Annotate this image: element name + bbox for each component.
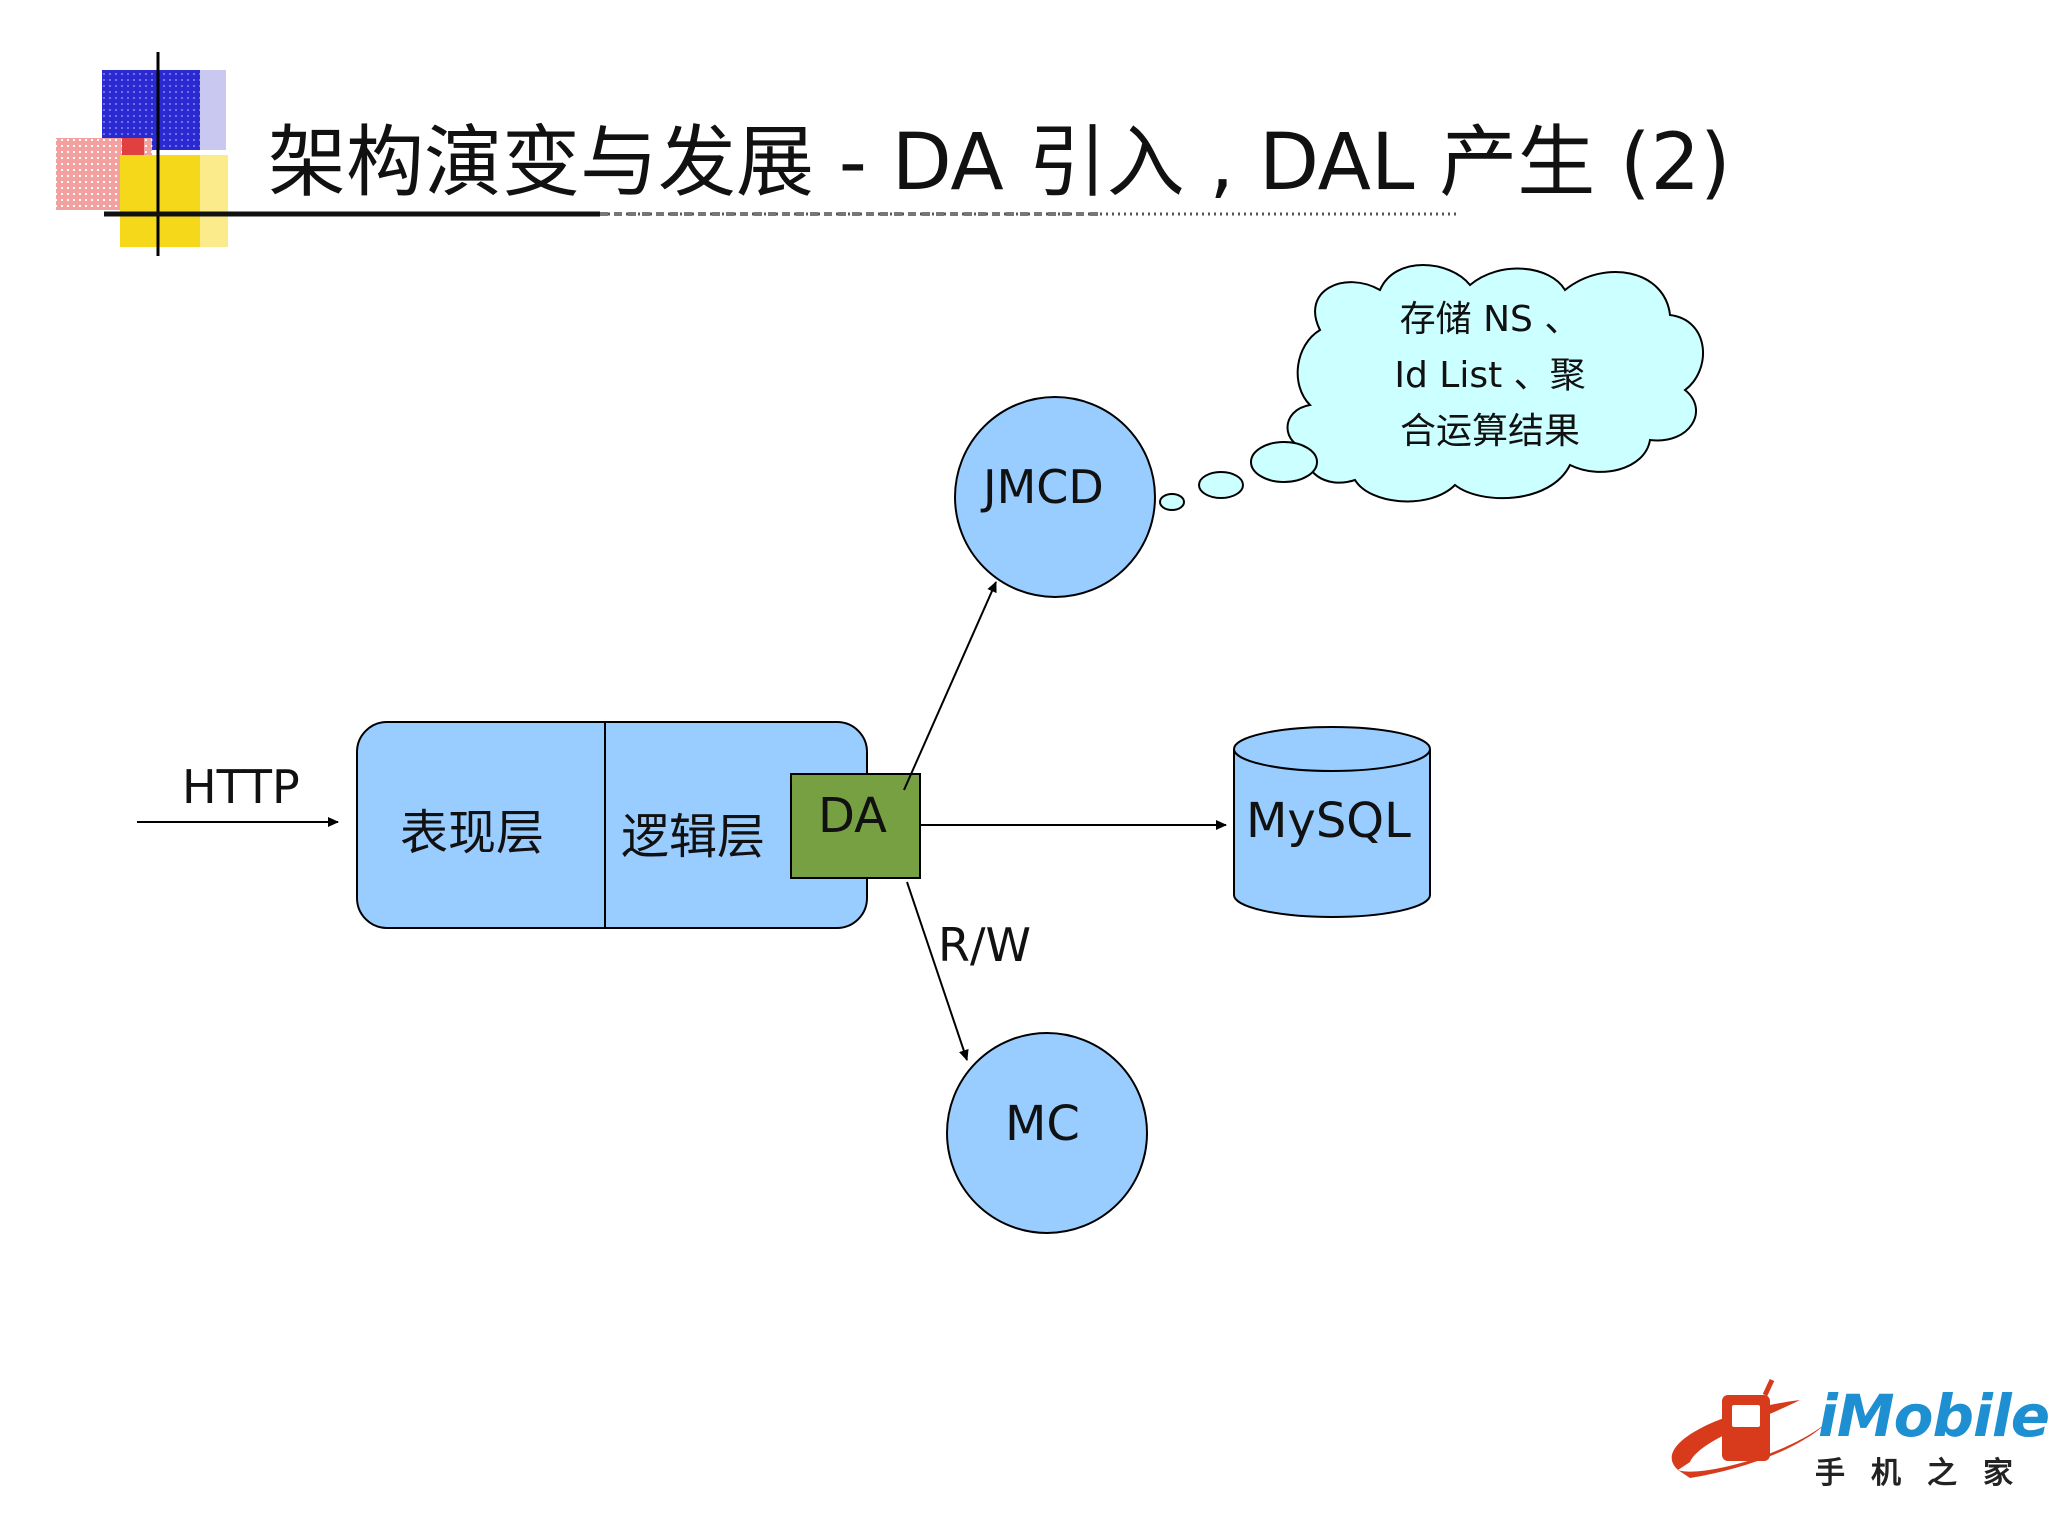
title-decoration	[56, 52, 1460, 256]
mc-node	[946, 1032, 1148, 1234]
rw-label: R/W	[938, 918, 1031, 972]
da-box	[790, 773, 921, 879]
imobile-logo-mark	[1671, 1378, 1830, 1478]
logo-brand: iMobile	[1818, 1382, 2048, 1450]
presentation-layer-label: 表现层	[400, 805, 545, 861]
slide-title: 架构演变与发展 - DA 引入 , DAL 产生 (2)	[268, 118, 1731, 208]
mysql-node	[1233, 726, 1431, 918]
arrow-to-jmcd	[903, 581, 997, 791]
logic-layer-label: 逻辑层	[621, 809, 766, 865]
da-label: DA	[818, 788, 887, 844]
cloud-text: 存储 NS 、 Id List 、聚 合运算结果	[1325, 292, 1655, 460]
mysql-label: MySQL	[1246, 793, 1411, 849]
cloud-line: 合运算结果	[1399, 411, 1580, 452]
jmcd-label: JMCD	[983, 460, 1104, 514]
http-label: HTTP	[182, 760, 300, 814]
cloud-line: Id List 、聚	[1394, 355, 1586, 396]
cloud-line: 存储 NS 、	[1399, 299, 1581, 340]
arrow-to-mc	[906, 881, 969, 1061]
logo-subtitle: 手机之家	[1815, 1456, 2039, 1491]
jmcd-node	[954, 396, 1156, 598]
mc-label: MC	[1005, 1096, 1080, 1152]
thought-cloud	[1159, 264, 1704, 511]
